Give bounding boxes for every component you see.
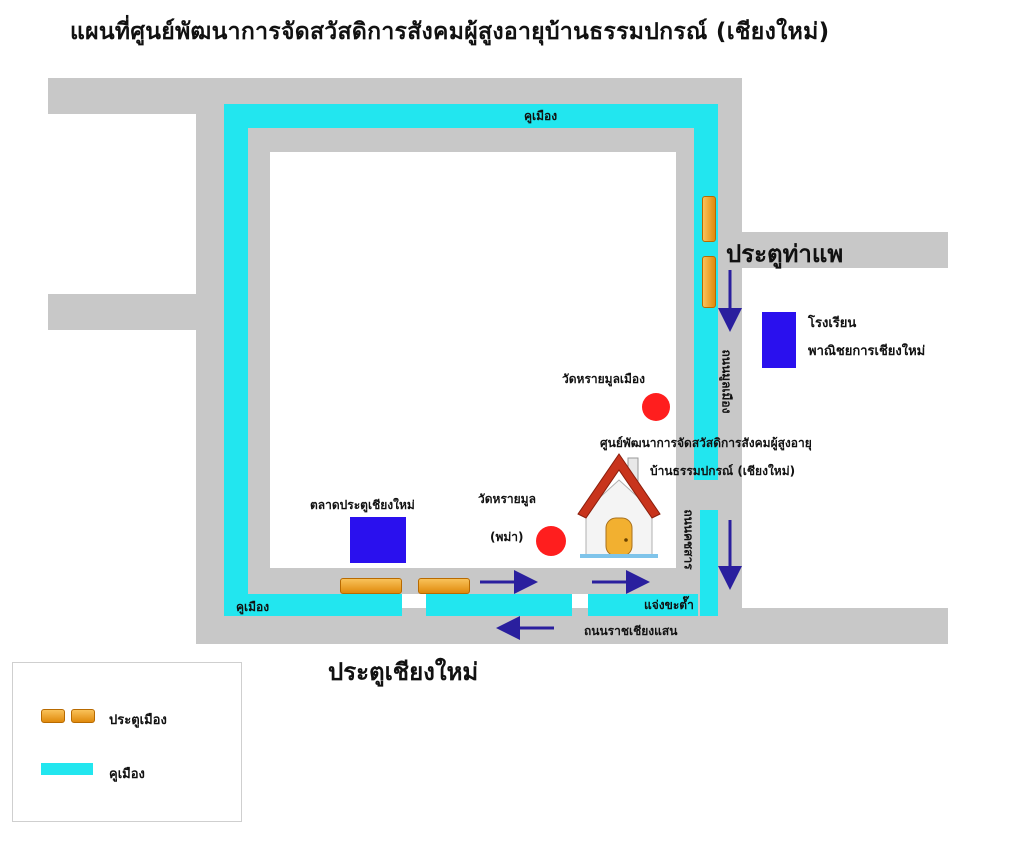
gate-chiangmai-right [418,578,470,594]
wat-mon-label-1: วัดหรายมูล [478,492,536,506]
school-label-2: พาณิชยการเชียงใหม่ [808,344,926,359]
legend-gate-swatch-1 [41,709,65,723]
gate-tha-phae-upper [702,196,716,242]
legend-gate-swatch-2 [71,709,95,723]
school-label-1: โรงเรียน [808,316,857,331]
wat-mon-marker [536,526,566,556]
legend-moat-swatch [41,763,93,775]
wat-muang-label: วัดหรายมูลเมือง [562,372,645,386]
inner-ring-left [248,128,270,594]
center-label-1: ศูนย์พัฒนาการจัดสวัสดิการสังคมผู้สูงอายุ [600,436,812,450]
market-block [350,517,406,563]
jaeng-label: แจ่งขะต๊ำ [644,598,694,612]
road-bottom-label: ถนนราชเชียงแสน [584,624,678,638]
legend-moat-label: คูเมือง [109,767,145,782]
house-icon [576,452,662,560]
road-left-stub [48,294,242,330]
inner-ring-right [676,128,694,594]
inner-ring-top [248,128,694,152]
road-right-stub [694,232,948,268]
legend-gate-label: ประตูเมือง [109,713,167,728]
moat-bottom-3 [588,594,698,616]
page-title: แผนที่ศูนย์พัฒนาการจัดสวัสดิการสังคมผู้ส… [70,19,830,45]
moat-bottom-1 [224,594,402,616]
chiangmai-gate-label: ประตูเชียงใหม่ [328,658,479,686]
moat-bottom-2 [426,594,572,616]
moat-left [224,104,248,616]
moat-right-lower [700,510,718,616]
gate-chiangmai-left [340,578,402,594]
school-block [762,312,796,368]
gate-tha-phae-lower [702,256,716,308]
moat-top-label: คูเมือง [524,109,558,123]
moat-top [224,104,718,128]
wat-muang-marker [642,393,670,421]
legend: ประตูเมือง คูเมือง [12,662,242,822]
market-label: ตลาดประตูเชียงใหม่ [310,498,415,512]
center-label-2: บ้านธรรมปกรณ์ (เชียงใหม่) [650,464,796,478]
wat-mon-label-2: (พม่า) [490,530,524,544]
moat-bottom-label: คูเมือง [236,600,270,614]
tha-phae-gate-label: ประตูท่าแพ [726,240,844,268]
